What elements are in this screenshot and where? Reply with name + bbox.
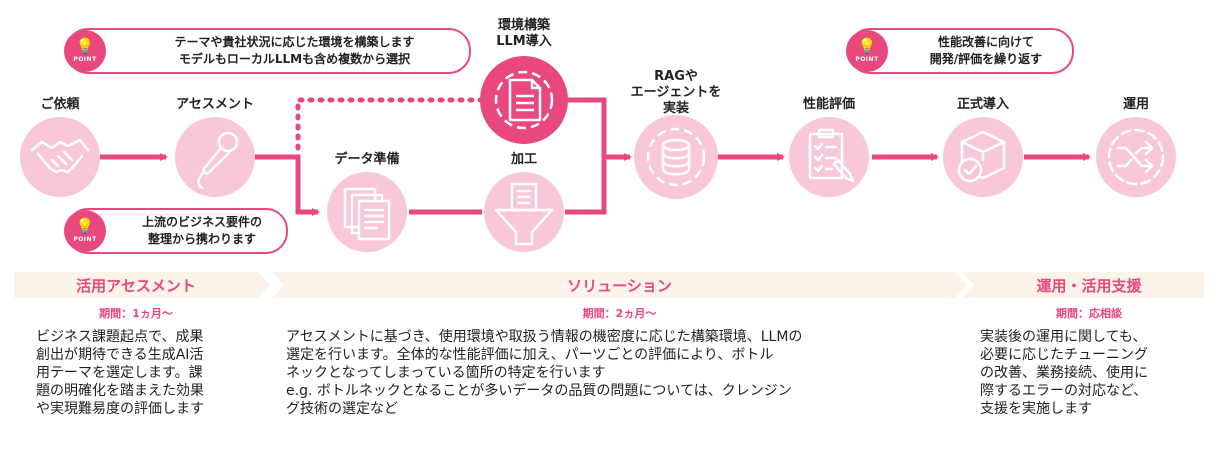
description-line: 支援を実施します [980, 401, 1092, 417]
node-label-performance: 性能評価 [802, 97, 855, 112]
description-line: 創出が期待できる生成AI活 [36, 347, 204, 363]
callout-upstream: 💡 POINT 上流のビジネス要件の 整理から携わります [64, 208, 288, 254]
gear-document-icon [494, 70, 554, 130]
description-line: アセスメントに基づき、使用環境や取扱う情報の機密度に応じた構築環境、LLMの [286, 329, 803, 345]
callout-improve: 💡 POINT 性能改善に向けて 開発/評価を繰り返す [846, 28, 1074, 74]
callout-env-line1: テーマや貴社状況に応じた環境を構築します [174, 35, 415, 49]
node-operation [1096, 117, 1176, 197]
point-badge-label: POINT [73, 236, 97, 243]
shuffle-gear-icon [1107, 128, 1165, 186]
box-check-icon [957, 130, 1006, 183]
documents-icon [343, 187, 391, 241]
callout-improve-line1: 性能改善に向けて [937, 35, 1034, 49]
callout-env: 💡 POINT テーマや貴社状況に応じた環境を構築します モデルもローカルLLM… [64, 28, 471, 74]
point-badge-label: POINT [855, 56, 879, 63]
callout-upstream-line2: 整理から携わります [147, 232, 256, 246]
period-assessment: 期間：1ヵ月〜 [99, 307, 173, 320]
node-data-prep [327, 172, 407, 252]
description-line: ネックとなってしまっている箇所の特定を行います [286, 365, 606, 381]
description-line: ビジネス課題起点で、成果 [36, 329, 204, 345]
node-label-implement-line2: エージェントを [630, 85, 722, 100]
node-label-operation: 運用 [1122, 97, 1149, 112]
lightbulb-icon: 💡 [75, 37, 95, 55]
callout-upstream-line1: 上流のビジネス要件の [141, 215, 262, 229]
point-badge-label: POINT [73, 56, 97, 63]
description-line: グ技術の選定など [286, 401, 398, 417]
callout-env-line2: モデルもローカルLLMも含め複数から選択 [178, 52, 411, 66]
node-label-processing: 加工 [510, 152, 537, 167]
description-assessment: ビジネス課題起点で、成果 創出が期待できる生成AI活 用テーマを選定します。課 … [36, 328, 266, 418]
description-line: 題の明確化を踏まえた効果 [36, 383, 204, 399]
handshake-icon [30, 138, 90, 174]
node-label-env-build-line1: 環境構築 [497, 18, 550, 33]
dotted-path-env [295, 97, 485, 151]
description-line: e.g. ボトルネックとなることが多いデータの品質の問題については、クレンジン [286, 383, 792, 399]
node-performance [789, 117, 869, 197]
description-line: 際するエラーの対応など、 [980, 383, 1148, 399]
node-label-assessment: アセスメント [176, 97, 254, 112]
description-line: 用テーマを選定します。課 [36, 365, 203, 381]
period-operation: 期間：応相談 [1056, 307, 1122, 320]
node-label-implement-line1: RAGや [654, 69, 698, 84]
database-gear-icon [646, 127, 706, 187]
node-label-env-build-line2: LLM導入 [496, 34, 552, 49]
description-line: 選定を行います。全体的な性能評価に加え、パーツごとの評価により、ボトル [286, 347, 774, 363]
description-line: 必要に応じたチューニング [980, 347, 1148, 363]
phase-chevron-operation [962, 272, 1204, 298]
funnel-icon [494, 182, 554, 246]
line-processing-merge [565, 157, 607, 215]
node-label-env-build: 環境構築 LLM導入 [474, 18, 574, 50]
node-env-build [480, 56, 568, 144]
node-assessment [175, 117, 255, 197]
callout-improve-text: 性能改善に向けて 開発/評価を繰り返す [900, 34, 1072, 68]
description-line: の改善、業務接続、使用に [980, 365, 1148, 381]
node-request [20, 117, 100, 197]
point-badge: 💡 POINT [64, 210, 106, 252]
node-label-implement-line3: 実装 [662, 101, 689, 116]
arrow-assessment-dataprep [255, 154, 320, 216]
line-env-merge [566, 97, 607, 157]
description-solution: アセスメントに基づき、使用環境や取扱う情報の機密度に応じた構築環境、LLMの 選… [286, 328, 954, 418]
description-operation: 実装後の運用に関しても、 必要に応じたチューニング の改善、業務接続、使用に 際… [980, 328, 1204, 418]
callout-improve-line2: 開発/評価を繰り返す [929, 52, 1043, 66]
point-badge: 💡 POINT [846, 30, 888, 72]
connectors [100, 97, 1091, 216]
node-label-request: ご依頼 [40, 97, 80, 112]
phase-chevron-solution [272, 272, 967, 298]
node-implement [634, 115, 718, 199]
point-badge: 💡 POINT [64, 30, 106, 72]
node-label-implement: RAGや エージェントを 実装 [616, 69, 736, 117]
phase-title-operation: 運用・活用支援 [1036, 276, 1142, 295]
clipboard-checklist-icon [808, 128, 855, 183]
callout-upstream-text: 上流のビジネス要件の 整理から携わります [118, 214, 286, 248]
phase-title-solution: ソリューション [567, 276, 672, 295]
period-solution: 期間：2ヵ月〜 [582, 307, 657, 320]
lightbulb-icon: 💡 [857, 37, 877, 55]
description-line: 実装後の運用に関しても、 [980, 329, 1147, 345]
node-processing [484, 172, 564, 252]
phase-title-assessment: 活用アセスメント [76, 276, 196, 295]
phase-chevron-assessment [14, 272, 270, 298]
microphone-icon [197, 131, 239, 190]
node-deploy [943, 117, 1023, 197]
lightbulb-icon: 💡 [75, 217, 95, 235]
node-label-data-prep: データ準備 [334, 152, 400, 167]
description-line: や実現難易度の評価します [36, 401, 204, 417]
node-label-deploy: 正式導入 [956, 97, 1009, 112]
callout-env-text: テーマや貴社状況に応じた環境を構築します モデルもローカルLLMも含め複数から選… [120, 34, 469, 68]
